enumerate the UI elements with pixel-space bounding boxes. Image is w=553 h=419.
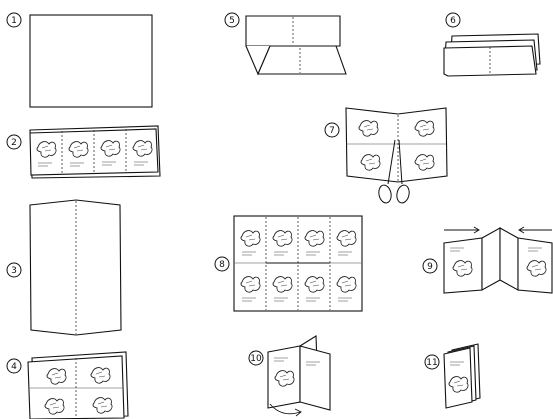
step-10: 10 [249,336,330,416]
step-7: 7 [325,108,447,204]
step-1-badge: 1 [7,13,21,27]
tent-fold-sheet [246,16,346,74]
step-6-badge: 6 [446,13,460,27]
step-7-badge: 7 [325,123,339,137]
step-7-number: 7 [329,126,335,136]
zigzag-folded-sheet [444,228,552,293]
step-5: 5 [225,13,346,74]
step-2-badge: 2 [7,135,21,149]
step-2-number: 2 [11,138,17,148]
step-4-number: 4 [11,362,17,372]
step-5-number: 5 [229,16,235,26]
sheet-being-cut [346,108,447,182]
step-8: 8 [215,216,362,311]
step-4: 4 [7,352,128,419]
step-9-number: 9 [427,262,433,272]
step-9-badge: 9 [423,259,437,273]
sheet-with-center-fold [30,200,121,335]
step-10-number: 10 [250,354,262,364]
step-8-badge: 8 [215,257,229,271]
pages-being-folded [268,336,330,410]
step-11-number: 11 [426,358,437,368]
step-3: 3 [7,200,121,335]
step-1-number: 1 [11,16,17,26]
step-1: 1 [7,13,152,107]
step-11-badge: 11 [425,355,439,369]
step-6-number: 6 [450,16,456,26]
step-3-number: 3 [11,266,17,276]
step-8-number: 8 [219,260,225,270]
folded-flat-strip [444,34,540,76]
folded-printed-sheet [28,352,128,419]
step-3-badge: 3 [7,263,21,277]
unfolded-printed-sheet [234,216,362,311]
blank-sheet [30,15,152,107]
step-10-badge: 10 [249,351,263,365]
finished-booklet [444,344,480,408]
step-5-badge: 5 [225,13,239,27]
step-9: 9 [423,227,552,293]
step-2: 2 [7,126,160,178]
printed-strip [30,126,160,178]
step-6: 6 [444,13,540,76]
step-4-badge: 4 [7,359,21,373]
step-11: 11 [425,344,480,408]
